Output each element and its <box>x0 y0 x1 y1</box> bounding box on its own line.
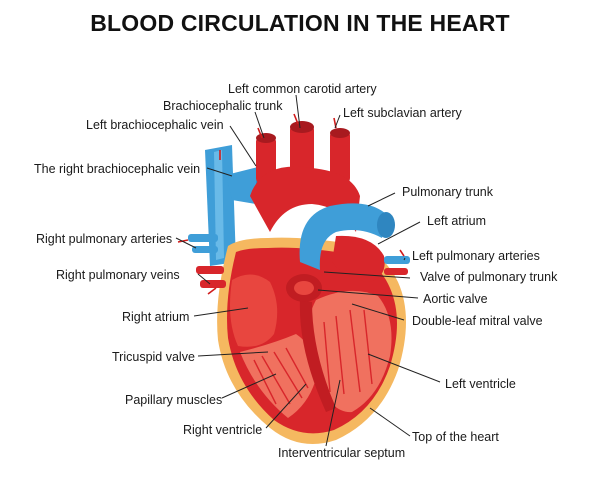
label-brachiocephalic-trunk: Brachiocephalic trunk <box>163 99 283 113</box>
left-pulmonary-vessels <box>384 256 410 275</box>
label-left-subclavian-artery: Left subclavian artery <box>343 106 462 120</box>
label-double-leaf-mitral-valve: Double-leaf mitral valve <box>412 314 543 328</box>
label-valve-of-pulmonary-trunk: Valve of pulmonary trunk <box>420 270 558 284</box>
label-left-brachiocephalic-vein: Left brachiocephalic vein <box>86 118 224 132</box>
label-interventricular-septum: Interventricular septum <box>278 446 406 460</box>
label-right-atrium: Right atrium <box>122 310 190 324</box>
label-papillary-muscles: Papillary muscles <box>125 393 223 407</box>
label-tricuspid-valve: Tricuspid valve <box>112 350 195 364</box>
aortic-arch <box>250 166 360 232</box>
aortic-valve-shape <box>294 281 314 295</box>
label-right-brachiocephalic-vein: The right brachiocephalic vein <box>34 162 201 176</box>
pulmonary-trunk-shape <box>299 203 386 270</box>
papillary-striations <box>253 309 373 405</box>
diagram-title: BLOOD CIRCULATION IN THE HEART <box>90 10 510 36</box>
label-left-pulmonary-arteries: Left pulmonary arteries <box>412 249 540 263</box>
leader-lines <box>175 94 441 447</box>
label-left-common-carotid-artery: Left common carotid artery <box>228 82 377 96</box>
right-pulmonary-vessels <box>188 234 226 288</box>
label-top-of-the-heart: Top of the heart <box>412 430 499 444</box>
label-aortic-valve: Aortic valve <box>423 292 488 306</box>
left-atrium-shape <box>332 235 385 282</box>
right-atrium-chamber <box>230 274 278 347</box>
interventricular-septum-shape <box>299 300 336 412</box>
label-left-ventricle: Left ventricle <box>445 377 516 391</box>
label-right-ventricle: Right ventricle <box>183 423 263 437</box>
left-ventricle-chamber <box>306 290 392 413</box>
label-right-pulmonary-arteries: Right pulmonary arteries <box>36 232 173 246</box>
label-left-atrium: Left atrium <box>427 214 487 228</box>
pulmonary-trunk-end <box>377 212 395 238</box>
right-ventricle-chamber <box>240 334 318 418</box>
label-pulmonary-trunk: Pulmonary trunk <box>402 185 494 199</box>
label-right-pulmonary-veins: Right pulmonary veins <box>56 268 180 282</box>
